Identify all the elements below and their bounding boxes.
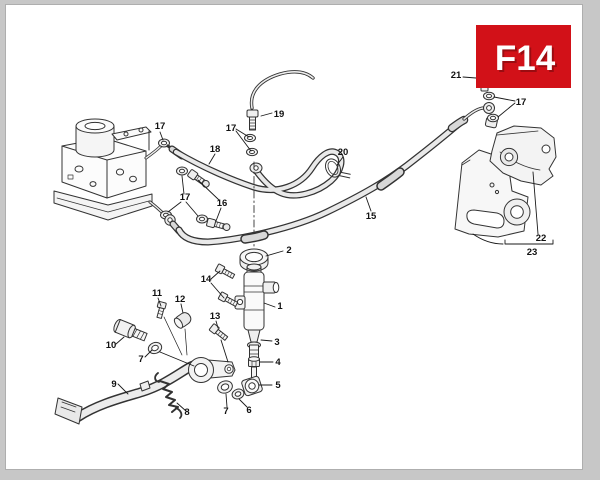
callout-17-right: 17 xyxy=(516,97,527,108)
page-code-shadow: F14 xyxy=(497,41,558,80)
callout-22: 22 xyxy=(536,233,547,244)
callout-21: 21 xyxy=(451,70,462,81)
bolt-14-a xyxy=(214,263,236,279)
callout-8: 8 xyxy=(184,407,189,418)
callout-3: 3 xyxy=(274,337,279,348)
washer-17-top-b xyxy=(246,147,258,157)
callout-20: 20 xyxy=(338,147,349,158)
callout-17-left: 17 xyxy=(155,121,166,132)
abs-modulator xyxy=(53,118,172,222)
fitting-16-b xyxy=(206,217,231,232)
badge-background xyxy=(476,25,571,88)
nut-4 xyxy=(248,356,260,367)
brake-hose-15 xyxy=(164,102,495,246)
washer-17-left xyxy=(158,138,170,148)
return-spring-8 xyxy=(154,372,183,419)
callout-12: 12 xyxy=(175,294,186,305)
callout-10: 10 xyxy=(106,340,117,351)
callout-18: 18 xyxy=(210,144,221,155)
fitting-group-16-17 xyxy=(160,166,231,232)
banjo-bolt-19 xyxy=(246,70,315,131)
pivot-bolt-10 xyxy=(113,318,148,342)
callout-14: 14 xyxy=(201,274,212,285)
clevis-5 xyxy=(241,366,263,397)
callout-17-mid: 17 xyxy=(180,192,191,203)
hose-clamp-20 xyxy=(324,158,351,179)
caliper-bracket-23 xyxy=(454,149,531,238)
brake-pedal-9 xyxy=(54,357,236,425)
callout-11: 11 xyxy=(152,288,163,299)
washer-6 xyxy=(231,388,245,400)
callout-2: 2 xyxy=(286,245,291,256)
callout-1: 1 xyxy=(277,301,283,312)
callout-23: 23 xyxy=(527,247,538,258)
callout-19: 19 xyxy=(274,109,285,120)
callout-7-left: 7 xyxy=(138,354,143,365)
page-code-badge: F14 F14 xyxy=(476,25,571,88)
callout-5: 5 xyxy=(275,380,281,391)
callout-6: 6 xyxy=(246,405,251,416)
callout-9: 9 xyxy=(111,379,116,390)
callout-4: 4 xyxy=(275,357,281,368)
master-cylinder-1 xyxy=(234,263,280,343)
caliper-22 xyxy=(484,116,557,186)
pushrod-3 xyxy=(247,341,261,359)
washer-7-center xyxy=(217,380,233,394)
callout-15: 15 xyxy=(366,211,377,222)
bushing-12 xyxy=(173,312,192,329)
callout-13: 13 xyxy=(210,311,221,322)
washer-17-right-b xyxy=(487,113,499,123)
callout-17-top: 17 xyxy=(226,123,237,134)
washer-17-right-a xyxy=(483,91,495,101)
callout-16: 16 xyxy=(217,198,228,209)
bolt-13 xyxy=(208,323,229,341)
page-code: F14 xyxy=(495,39,556,78)
leader-lines xyxy=(115,76,554,412)
callout-7-center: 7 xyxy=(223,406,228,417)
brake-hose-18 xyxy=(166,144,345,199)
